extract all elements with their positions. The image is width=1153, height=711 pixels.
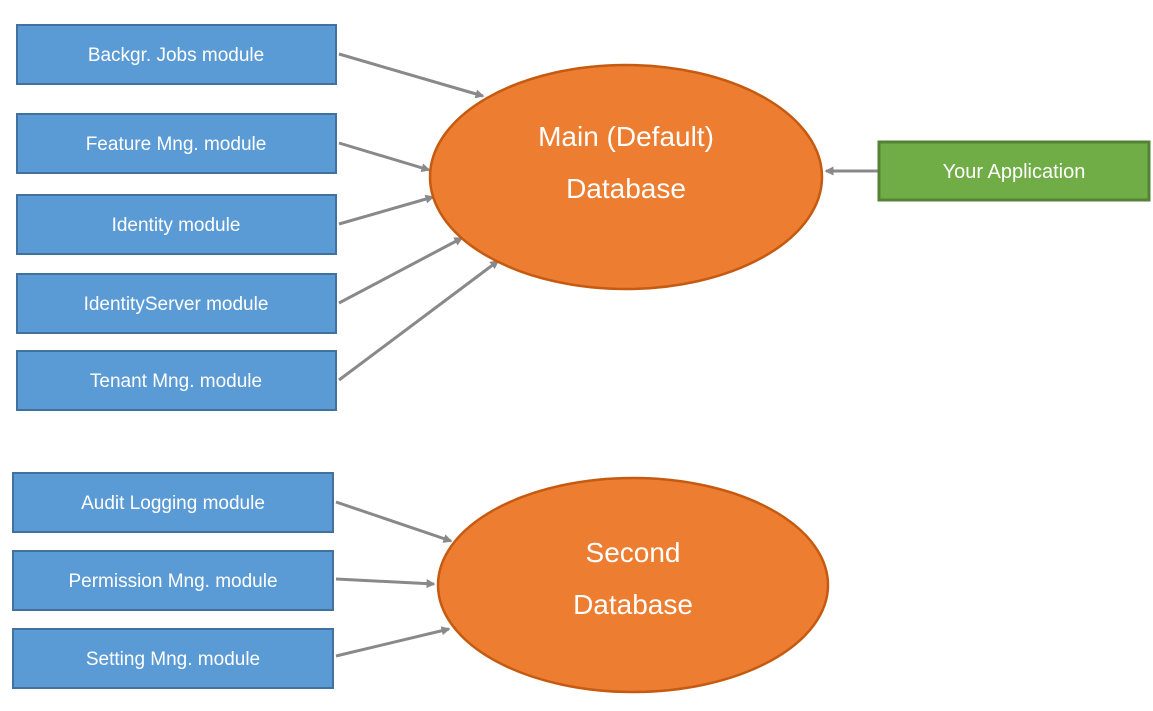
module-box-tenant-mng-rect [16, 350, 337, 411]
module-box-permission-mng: Permission Mng. module [12, 550, 334, 611]
arrow-identityserver-to-main-db [338, 236, 464, 305]
module-box-feature-mng: Feature Mng. module [16, 113, 337, 174]
module-box-backgr-jobs-label: Backgr. Jobs module [88, 45, 264, 66]
module-box-audit-logging: Audit Logging module [12, 472, 334, 533]
arrow-feature-mng-to-main-db [338, 141, 431, 173]
module-box-setting-mng: Setting Mng. module [12, 628, 334, 689]
main-database-label-line2: Database [566, 173, 686, 204]
module-box-audit-logging-rect [12, 472, 334, 533]
module-box-identityserver: IdentityServer module [16, 273, 337, 334]
main-database-label-line1: Main (Default) [538, 121, 714, 152]
main-database-node: Main (Default) Database [428, 63, 824, 291]
your-application-node: Your Application [877, 140, 1151, 202]
arrow-tenant-mng-to-main-db [338, 259, 500, 382]
second-database-ellipse [436, 476, 830, 694]
module-box-identity: Identity module [16, 194, 337, 255]
arrow-audit-logging-to-second-db [335, 500, 453, 543]
module-box-tenant-mng-label: Tenant Mng. module [90, 371, 262, 392]
your-application-label: Your Application [943, 161, 1086, 183]
module-box-permission-mng-label: Permission Mng. module [68, 571, 277, 592]
arrow-backgr-jobs-to-main-db [338, 52, 485, 99]
arrow-permission-mng-to-second-db [335, 577, 436, 589]
module-box-identityserver-label: IdentityServer module [84, 294, 269, 315]
second-database-label-line2: Database [573, 589, 693, 620]
module-box-identityserver-rect [16, 273, 337, 334]
module-box-setting-mng-rect [12, 628, 334, 689]
your-application-rect [877, 140, 1151, 202]
module-box-permission-mng-rect [12, 550, 334, 611]
arrow-identity-to-main-db [338, 194, 435, 226]
module-box-identity-label: Identity module [112, 215, 241, 236]
module-box-setting-mng-label: Setting Mng. module [86, 649, 260, 670]
main-database-ellipse [428, 63, 824, 291]
module-box-audit-logging-label: Audit Logging module [81, 493, 265, 514]
module-box-backgr-jobs-rect [16, 24, 337, 85]
arrow-setting-mng-to-second-db [335, 626, 451, 658]
second-database-node: Second Database [436, 476, 830, 694]
second-database-label-line1: Second [586, 537, 681, 568]
module-box-feature-mng-rect [16, 113, 337, 174]
module-box-feature-mng-label: Feature Mng. module [86, 134, 267, 155]
module-box-backgr-jobs: Backgr. Jobs module [16, 24, 337, 85]
module-box-identity-rect [16, 194, 337, 255]
module-box-tenant-mng: Tenant Mng. module [16, 350, 337, 411]
